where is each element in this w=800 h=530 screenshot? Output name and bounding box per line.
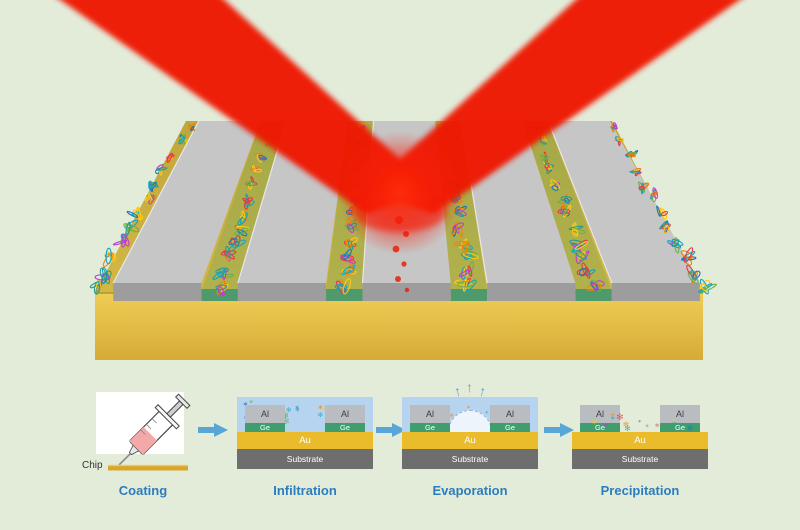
substrate-layer: Substrate: [402, 449, 538, 469]
molecule-mark: ✶: [591, 418, 598, 427]
molecule-mark: ✶: [294, 404, 300, 411]
arrow-right-icon: [544, 422, 574, 438]
ge-label: Ge: [505, 423, 515, 432]
evaporation-diagram: ↑ ↑ ↑ ✶✻✶✳✳✻✳✳✳ Al Ge Al Ge Au Substrate: [402, 397, 538, 469]
al-block-left: Al: [245, 405, 285, 423]
molecule-mark: ✻: [671, 419, 677, 426]
au-layer: Au: [572, 432, 708, 449]
ge-block-right: Ge: [490, 423, 530, 432]
ge-block-left: Ge: [410, 423, 450, 432]
molecule-mark: ✻: [318, 413, 323, 419]
precipitation-diagram: ✶✶✶✳✶✻✻✻✻✳✻✶✻ Al Ge Al Ge Au Substrate: [572, 397, 708, 469]
al-block-right: Al: [325, 405, 365, 423]
laser-focus-glow: [338, 131, 462, 255]
infiltration-diagram: ✳✶✻✶✳✻✳✻✶✳✻✻✻✶✶✳ Al Ge Al Ge Au Substrat…: [237, 397, 373, 469]
al-label: Al: [341, 409, 349, 419]
chip-illustration: [0, 0, 800, 392]
au-layer: Au: [402, 432, 538, 449]
au-label: Au: [299, 435, 311, 446]
au-label: Au: [634, 435, 646, 446]
al-block-left: Al: [410, 405, 450, 423]
molecule-mark: ✻: [623, 421, 629, 429]
step-label-coating: Coating: [73, 483, 213, 498]
molecule-mark: ✳: [610, 414, 615, 420]
arrow-right-icon: [198, 422, 228, 438]
evaporation-dome: [448, 410, 492, 432]
au-label: Au: [464, 435, 476, 446]
molecule-mark: ✶: [638, 420, 642, 425]
step-label-evaporation: Evaporation: [400, 483, 540, 498]
up-arrow-icon: ↑: [466, 379, 473, 395]
ge-block-left: Ge: [245, 423, 285, 432]
substrate-layer: Substrate: [237, 449, 373, 469]
substrate-label: Substrate: [287, 454, 323, 464]
al-label: Al: [426, 409, 434, 419]
al-label: Al: [506, 409, 514, 419]
ge-label: Ge: [425, 423, 435, 432]
molecule-mark: ✶: [602, 422, 608, 430]
molecule-mark: ✳: [671, 421, 676, 427]
ge-block-right: Ge: [325, 423, 365, 432]
step-label-infiltration: Infiltration: [235, 483, 375, 498]
step-label-precipitation: Precipitation: [570, 483, 710, 498]
substrate-label: Substrate: [622, 454, 658, 464]
precipitated-molecules: ✶✶✶✳✶✻✻✻✻✳✻✶✻: [572, 401, 708, 431]
ge-label: Ge: [260, 423, 270, 432]
chip-label: Chip: [82, 460, 103, 471]
molecule-mark: ✶: [317, 404, 323, 411]
molecule-mark: ✶: [610, 416, 615, 422]
substrate-label: Substrate: [452, 454, 488, 464]
al-block-right: Al: [490, 405, 530, 423]
ge-label: Ge: [340, 423, 350, 432]
al-label: Al: [261, 409, 269, 419]
substrate-layer: Substrate: [572, 449, 708, 469]
coating-step: Chip: [86, 390, 194, 476]
molecule-mark: ✻: [655, 424, 659, 429]
molecule-mark: ✻: [286, 408, 291, 414]
molecule-mark: ✶: [645, 424, 650, 430]
molecule-mark: ✻: [616, 413, 623, 422]
au-layer: Au: [237, 432, 373, 449]
molecule-mark: ✳: [295, 408, 301, 415]
